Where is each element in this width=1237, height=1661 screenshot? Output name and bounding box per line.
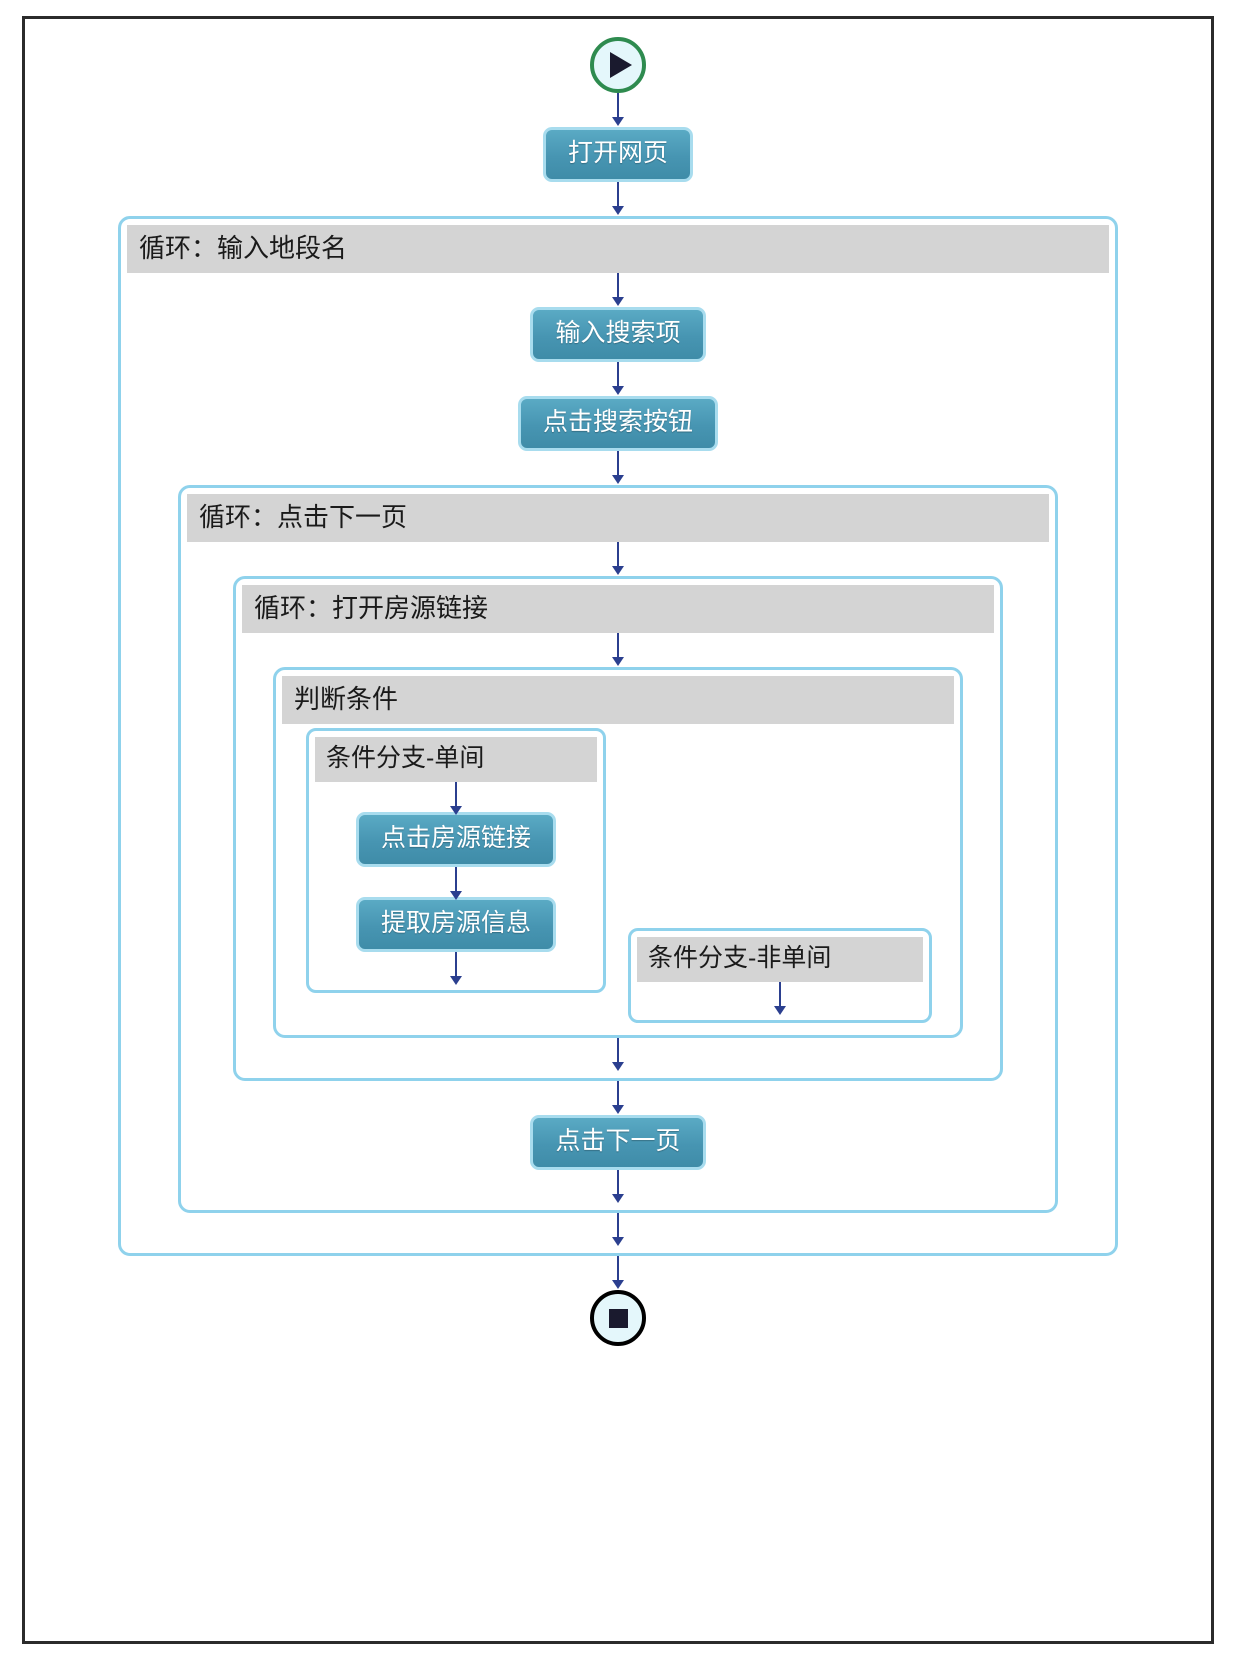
branch-non-single-container[interactable]: 条件分支-非单间 [628, 928, 932, 1023]
arrow-to-condition [611, 633, 625, 667]
loop-open-listing-container[interactable]: 循环：打开房源链接 判断条件 [233, 576, 1003, 1081]
arrow-start-to-open-page [611, 93, 625, 127]
node-click-listing-link[interactable]: 点击房源链接 [355, 812, 556, 867]
condition-body: 条件分支-单间 点击房源链接 提取房源信息 [282, 724, 954, 1029]
arrow-loop-open-listing-end [611, 1038, 625, 1072]
arrow-branch-non-single-end [773, 982, 787, 1015]
node-click-search[interactable]: 点击搜索按钮 [517, 396, 718, 451]
branch-single-body: 点击房源链接 提取房源信息 [315, 782, 597, 985]
arrow-to-loop-open-listing [611, 542, 625, 576]
arrow-to-input-search [611, 273, 625, 307]
play-icon [610, 52, 632, 78]
loop-next-page-body: 循环：打开房源链接 判断条件 [187, 542, 1049, 1204]
condition-header: 判断条件 [282, 676, 954, 724]
loop-next-page-container[interactable]: 循环：点击下一页 循环：打开房源链接 判断条件 [178, 485, 1058, 1213]
arrow-to-click-search [611, 362, 625, 396]
arrow-open-page-to-loop-district [611, 182, 625, 216]
arrow-branch-single-end [449, 952, 463, 985]
loop-district-container[interactable]: 循环：输入地段名 输入搜索项 点击搜索按钮 循环：点击下一页 [118, 216, 1118, 1256]
start-node[interactable] [590, 37, 646, 93]
loop-open-listing-header: 循环：打开房源链接 [242, 585, 994, 633]
branch-single-container[interactable]: 条件分支-单间 点击房源链接 提取房源信息 [306, 728, 606, 993]
arrow-loop-district-end [611, 1213, 625, 1247]
node-open-page[interactable]: 打开网页 [542, 127, 693, 182]
loop-open-listing-body: 判断条件 条件分支-单间 [242, 633, 994, 1072]
arrow-to-click-next-page [611, 1081, 625, 1115]
branch-single-header: 条件分支-单间 [315, 737, 597, 782]
branch-non-single-body [637, 982, 923, 1015]
flow-root: 打开网页 循环：输入地段名 输入搜索项 点击搜索按钮 循环：点击下一页 [25, 19, 1211, 1346]
node-extract-listing-info[interactable]: 提取房源信息 [355, 897, 556, 952]
arrow-to-end [611, 1256, 625, 1290]
stop-icon [608, 1308, 628, 1328]
arrow-to-loop-next-page [611, 451, 625, 485]
condition-container[interactable]: 判断条件 条件分支-单间 [273, 667, 963, 1038]
loop-district-header: 循环：输入地段名 [127, 225, 1109, 273]
end-node[interactable] [590, 1290, 646, 1346]
loop-next-page-header: 循环：点击下一页 [187, 494, 1049, 542]
arrow-to-click-listing-link [449, 782, 463, 815]
node-input-search[interactable]: 输入搜索项 [530, 307, 706, 362]
arrow-to-extract-listing-info [449, 867, 463, 900]
loop-district-body: 输入搜索项 点击搜索按钮 循环：点击下一页 循环：打开房源链接 [127, 273, 1109, 1247]
branch-non-single-header: 条件分支-非单间 [637, 937, 923, 982]
diagram-frame: 打开网页 循环：输入地段名 输入搜索项 点击搜索按钮 循环：点击下一页 [22, 16, 1214, 1644]
condition-branch-row: 条件分支-单间 点击房源链接 提取房源信息 [282, 724, 954, 1029]
node-click-next-page[interactable]: 点击下一页 [530, 1115, 706, 1170]
arrow-loop-next-page-end [611, 1170, 625, 1204]
